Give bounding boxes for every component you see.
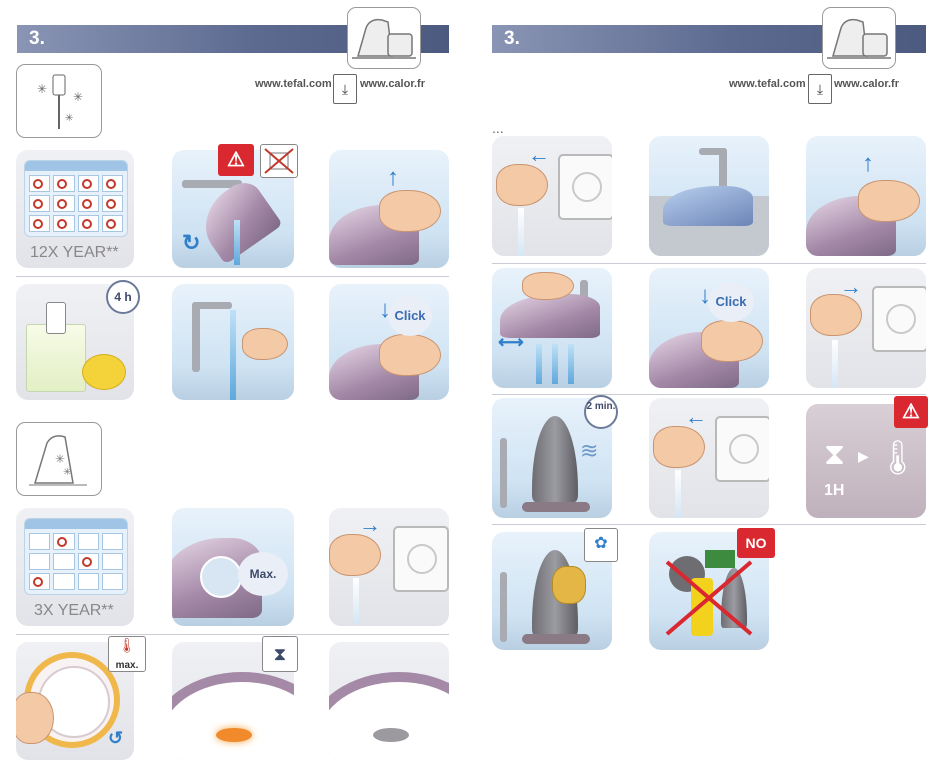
plug-in-tile: →	[329, 508, 449, 626]
row-divider	[492, 394, 926, 395]
section-number: 3.	[29, 28, 45, 49]
warning-icon: ⚠	[894, 396, 928, 428]
unplug-tile-2: ←	[649, 398, 769, 518]
calendar-tile-2: 3X YEAR**	[16, 508, 134, 626]
hourglass-icon: ⧗	[824, 438, 846, 471]
crossed-out-icon	[260, 144, 298, 178]
fill-tank-tile: Max.	[172, 508, 294, 626]
sparkle-cartridge-icon: ✳✳✳	[16, 64, 102, 138]
svg-text:✳: ✳	[55, 452, 65, 466]
iron-steam-station-icon	[822, 7, 896, 69]
unplug-tile: ←	[492, 136, 612, 256]
hourglass-icon: ⧗	[262, 636, 298, 672]
remove-cartridge-tile: ↑	[329, 150, 449, 268]
temperature-dial-tile: ↺	[16, 642, 134, 760]
plug-in-tile-2: →	[806, 268, 926, 388]
insert-cartridge-tile-2: ↓	[649, 268, 769, 388]
frequency-label: 12X YEAR**	[30, 244, 119, 261]
sponge-icon: ✿	[584, 528, 618, 562]
rinse-cartridge-tile	[172, 284, 294, 400]
light-off-tile	[329, 642, 449, 760]
thermometer-icon: 🌡	[118, 637, 136, 653]
svg-text:✳: ✳	[37, 82, 47, 96]
url-calor[interactable]: www.calor.fr	[360, 78, 426, 90]
prohibited-cross	[665, 560, 753, 636]
max-temp-badge: 🌡 max.	[108, 636, 146, 672]
click-badge: Click	[388, 296, 432, 336]
row-divider	[16, 634, 449, 635]
soak-time-badge: 4 h	[106, 280, 140, 314]
iron-sparkle-icon: ✳✳	[16, 422, 102, 496]
download-icon: ⤓	[808, 74, 832, 104]
cool-time-label: 1H	[824, 482, 845, 499]
url-tefal[interactable]: www.tefal.com	[729, 78, 806, 90]
continuation-ellipsis: ...	[492, 120, 504, 136]
max-fill-label: Max.	[249, 567, 277, 581]
thermometer-icon: 🌡	[876, 439, 920, 477]
url-calor[interactable]: www.calor.fr	[834, 78, 900, 90]
wait-time-badge: 2 min.	[584, 395, 618, 429]
sponge	[552, 566, 586, 604]
click-badge: Click	[708, 282, 754, 322]
calendar	[24, 518, 128, 595]
insert-cartridge-tile: ↓	[329, 284, 449, 400]
remove-cartridge-tile-2: ↑	[806, 136, 926, 256]
frequency-label: 3X YEAR**	[34, 602, 114, 619]
empty-iron-tile	[649, 136, 769, 256]
svg-text:✳: ✳	[63, 467, 71, 478]
no-badge: NO	[737, 528, 775, 558]
svg-text:✳: ✳	[73, 90, 83, 104]
shake-iron-tile: ⟷	[492, 268, 612, 388]
calendar-tile-1: 12X YEAR**	[16, 150, 134, 268]
download-icon: ⤓	[333, 74, 357, 104]
row-divider	[492, 263, 926, 264]
url-tefal[interactable]: www.tefal.com	[255, 78, 332, 90]
svg-text:✳: ✳	[65, 113, 73, 124]
row-divider	[16, 276, 449, 277]
warning-icon: ⚠	[218, 144, 254, 176]
calendar	[24, 160, 128, 237]
section-number: 3.	[504, 28, 520, 49]
iron-steam-station-icon	[347, 7, 421, 69]
row-divider	[492, 524, 926, 525]
